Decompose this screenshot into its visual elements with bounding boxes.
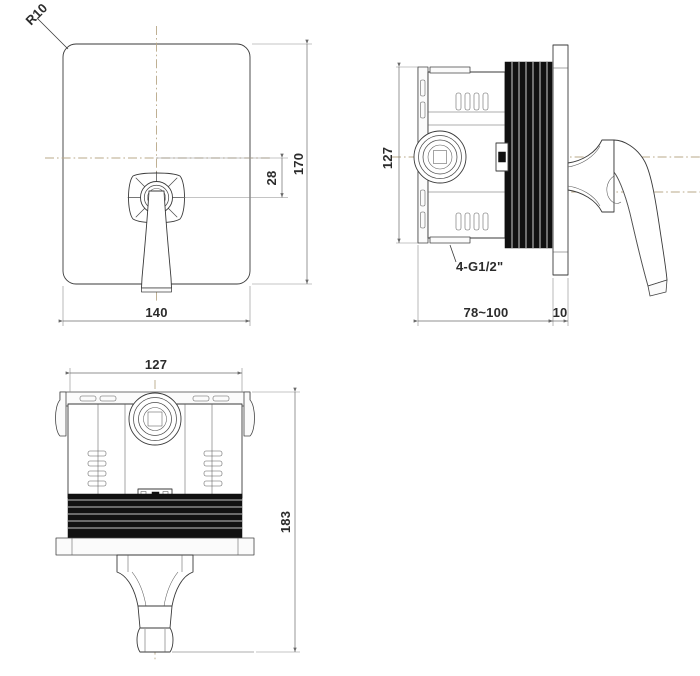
front-lever-tip <box>141 287 172 293</box>
bottom-width-label: 127 <box>145 357 167 372</box>
side-indicator-mark <box>498 151 506 163</box>
bottom-flare-inner-left <box>131 571 147 607</box>
bottom-cartridge-ring-2 <box>133 397 177 441</box>
bottom-rail-slot-4 <box>212 395 230 402</box>
bottom-flare-inner-right <box>163 571 179 607</box>
side-bracket-slot-3 <box>420 189 426 207</box>
side-bracket-slot-1 <box>420 79 426 97</box>
bottom-view-group: 127 183 <box>55 357 300 662</box>
side-height-label: 127 <box>380 147 395 169</box>
bottom-depth-label: 183 <box>278 511 293 533</box>
side-depth-label: 78~100 <box>464 305 509 320</box>
side-port-cap-top <box>429 66 471 74</box>
bottom-vent-slots-left <box>87 450 107 487</box>
bottom-vent-slots-right <box>203 450 223 487</box>
side-neck-inner-lower <box>567 185 601 207</box>
side-handle-neck <box>567 139 615 213</box>
side-lever-inner-edge <box>613 171 649 287</box>
side-bracket-slot-2 <box>420 101 426 119</box>
radius-callout-label: R10 <box>23 0 51 28</box>
side-bracket-slot-4 <box>420 211 426 229</box>
front-width-label: 140 <box>145 305 167 320</box>
front-height-label: 170 <box>291 153 306 175</box>
side-vent-slots-upper <box>455 92 489 111</box>
bottom-bracket-left <box>55 391 67 437</box>
side-lever-tip <box>647 279 668 297</box>
bottom-rail-slot-3 <box>192 395 210 402</box>
side-cartridge-square <box>433 150 447 164</box>
front-view-group: R10 140 170 28 <box>23 0 312 326</box>
bottom-escutcheon-plate <box>55 537 255 556</box>
bottom-rail-slot-1 <box>79 395 97 402</box>
side-cartridge-ring-4 <box>427 144 453 170</box>
side-lever-handle <box>613 139 668 287</box>
bottom-cartridge-square <box>147 411 163 427</box>
front-offset-label: 28 <box>264 171 279 186</box>
bottom-handle-neck <box>137 605 173 629</box>
port-callout-label: 4-G1/2" <box>456 259 503 274</box>
bottom-handle-tip <box>136 627 174 653</box>
side-cartridge-ring-1 <box>413 130 467 184</box>
side-cartridge-ring-2 <box>418 135 462 179</box>
side-lever-hub-arc <box>606 175 622 204</box>
side-vent-slots-lower <box>455 212 489 231</box>
side-thickness-label: 10 <box>553 305 568 320</box>
side-escutcheon-plate-edge <box>552 44 569 276</box>
side-port-cap-bottom <box>429 236 471 244</box>
radius-leader-line <box>36 17 69 50</box>
bottom-cartridge-ring-3 <box>138 402 172 436</box>
bottom-rail-slot-2 <box>99 395 117 402</box>
side-sleeve-ribs <box>511 62 548 248</box>
bottom-band-ribs <box>68 499 242 529</box>
side-insulation-sleeve <box>504 61 553 249</box>
bottom-handle-flare <box>116 554 194 607</box>
side-neck-inner-upper <box>567 145 601 168</box>
side-cartridge-ring-3 <box>422 139 458 175</box>
port-leader-line <box>449 244 457 263</box>
bottom-bracket-right <box>243 391 255 437</box>
side-view-group: 127 4-G1/2" 78~100 10 <box>380 44 700 326</box>
bottom-insulation-band <box>67 493 243 539</box>
bottom-cartridge-ring-4 <box>143 407 167 431</box>
bottom-cartridge-ring-1 <box>128 392 182 446</box>
